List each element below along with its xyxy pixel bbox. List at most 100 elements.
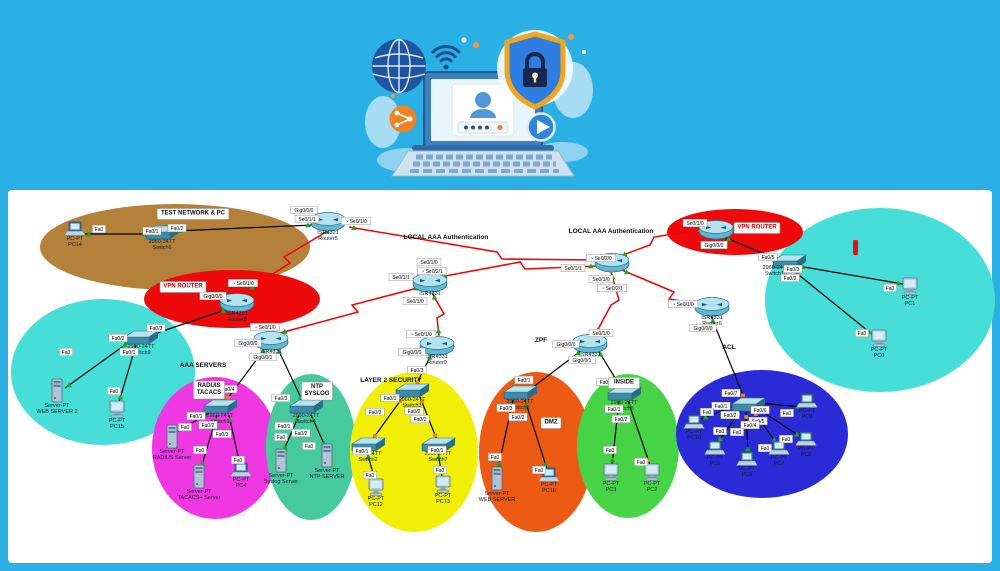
device-pc0[interactable] bbox=[871, 329, 887, 347]
device-pc3[interactable] bbox=[603, 463, 619, 481]
link-endpoint-amber bbox=[226, 396, 230, 400]
link-endpoint-amber bbox=[744, 415, 749, 419]
svg-text:Fa0/3: Fa0/3 bbox=[411, 368, 424, 374]
device-pc16[interactable] bbox=[538, 467, 560, 482]
svg-text:Fa0: Fa0 bbox=[95, 227, 104, 233]
device-pc1[interactable] bbox=[902, 277, 918, 295]
device-pc6[interactable] bbox=[736, 451, 758, 466]
svg-text:Fa0/2: Fa0/2 bbox=[408, 409, 421, 415]
device-radius-server[interactable] bbox=[166, 424, 178, 449]
svg-text:Fa0/3: Fa0/3 bbox=[600, 380, 613, 386]
device-router6[interactable] bbox=[694, 297, 730, 317]
svg-text:Fa0: Fa0 bbox=[733, 430, 742, 436]
serial-link-router5-vpnleft bbox=[247, 228, 332, 291]
device-pc8[interactable] bbox=[795, 431, 817, 446]
zone-test-network bbox=[40, 204, 310, 290]
port-label: Fa0 bbox=[231, 456, 245, 464]
serial-link-router1-routerb bbox=[279, 286, 422, 334]
port-label: ◔ Se0/1/0 bbox=[406, 330, 436, 338]
device-pc5[interactable] bbox=[704, 440, 726, 455]
svg-text:Fa0/1: Fa0/1 bbox=[431, 448, 444, 454]
link-endpoint-green bbox=[227, 417, 233, 423]
link-endpoint-amber bbox=[433, 433, 438, 438]
svg-text:Fa0: Fa0 bbox=[196, 448, 205, 454]
port-label: Fa0/1 bbox=[380, 394, 400, 402]
device-pc10[interactable] bbox=[683, 414, 705, 429]
device-pc15[interactable] bbox=[109, 400, 125, 418]
link-endpoint-green bbox=[117, 394, 124, 400]
device-syslog-server[interactable] bbox=[275, 448, 287, 473]
port-label: Fa0/1 bbox=[711, 402, 731, 410]
device-web-server-2[interactable] bbox=[51, 378, 63, 403]
device-vpn-router-left[interactable] bbox=[219, 293, 255, 313]
device-vpn-router-right[interactable] bbox=[698, 220, 734, 240]
device-pc9[interactable] bbox=[796, 393, 818, 408]
link-switch10-pc0 bbox=[793, 270, 874, 336]
link-endpoint-green bbox=[626, 402, 633, 408]
svg-text:Fa0/2: Fa0/2 bbox=[369, 410, 382, 416]
port-label: Fa0 bbox=[700, 408, 714, 416]
svg-text:Fa0/7: Fa0/7 bbox=[725, 391, 738, 397]
device-router5[interactable] bbox=[310, 212, 346, 232]
wifi-icon bbox=[431, 45, 461, 70]
device-switch0[interactable] bbox=[607, 386, 642, 401]
port-label: Se0/1/1 bbox=[294, 215, 320, 223]
port-label: Gig0/0/0 bbox=[398, 348, 426, 356]
port-label: Gig0/0/0 bbox=[234, 339, 262, 347]
device-pc7[interactable] bbox=[768, 440, 790, 455]
port-label: ◔ Se0/2/1 bbox=[417, 267, 447, 275]
port-label: Gig0/0/0 bbox=[290, 206, 318, 214]
dot-decor bbox=[582, 50, 586, 54]
svg-text:Gig0/0/0: Gig0/0/0 bbox=[204, 294, 223, 300]
port-label: Se0/1/0 bbox=[588, 275, 614, 283]
svg-text:◔ Se0/1/0: ◔ Se0/1/0 bbox=[672, 302, 694, 308]
svg-text:Fa0/2: Fa0/2 bbox=[512, 415, 525, 421]
device-pc4[interactable] bbox=[230, 462, 252, 477]
device-switch1[interactable] bbox=[203, 399, 238, 414]
link-switch0-pc2 bbox=[627, 400, 651, 466]
port-label: ◔ Se0/2/1 bbox=[597, 284, 627, 292]
device-router1[interactable] bbox=[412, 273, 448, 293]
link-endpoint-green bbox=[212, 416, 219, 422]
link-endpoint-green bbox=[725, 236, 732, 242]
port-label: Fa0/1 bbox=[604, 405, 624, 413]
device-ntp-server[interactable] bbox=[321, 443, 333, 468]
svg-text:Gig0/0/0: Gig0/0/0 bbox=[403, 350, 422, 356]
svg-text:Fa0: Fa0 bbox=[366, 473, 375, 479]
port-label: Fa0/2 bbox=[198, 421, 218, 429]
device-pc2[interactable] bbox=[644, 463, 660, 481]
link-endpoint-green bbox=[220, 307, 227, 313]
device-router-b[interactable] bbox=[253, 331, 289, 351]
svg-text:Fa0/1: Fa0/1 bbox=[190, 414, 203, 420]
device-pc13[interactable] bbox=[435, 475, 451, 493]
device-web-server-dmz[interactable] bbox=[491, 466, 503, 491]
zone-dmz bbox=[479, 372, 593, 532]
port-label: Fa0 bbox=[780, 409, 794, 417]
device-tacacs-server[interactable] bbox=[193, 464, 205, 489]
device-switch3[interactable] bbox=[395, 383, 430, 398]
serial-link-router1-router2 bbox=[439, 261, 597, 278]
device-pc14[interactable] bbox=[64, 221, 86, 236]
device-switch5[interactable] bbox=[503, 385, 538, 400]
link-endpoint-green bbox=[351, 225, 357, 231]
svg-text:Fa0/1: Fa0/1 bbox=[146, 229, 159, 235]
device-router0[interactable] bbox=[419, 336, 455, 356]
link-endpoint-green bbox=[310, 416, 316, 422]
security-illustration bbox=[365, 30, 593, 177]
svg-text:Fa0/3: Fa0/3 bbox=[275, 396, 288, 402]
port-label: Gig0/0/1 bbox=[568, 356, 596, 364]
device-pc12[interactable] bbox=[368, 478, 384, 496]
device-router4[interactable] bbox=[572, 334, 608, 354]
svg-text:DMZ: DMZ bbox=[545, 420, 558, 426]
